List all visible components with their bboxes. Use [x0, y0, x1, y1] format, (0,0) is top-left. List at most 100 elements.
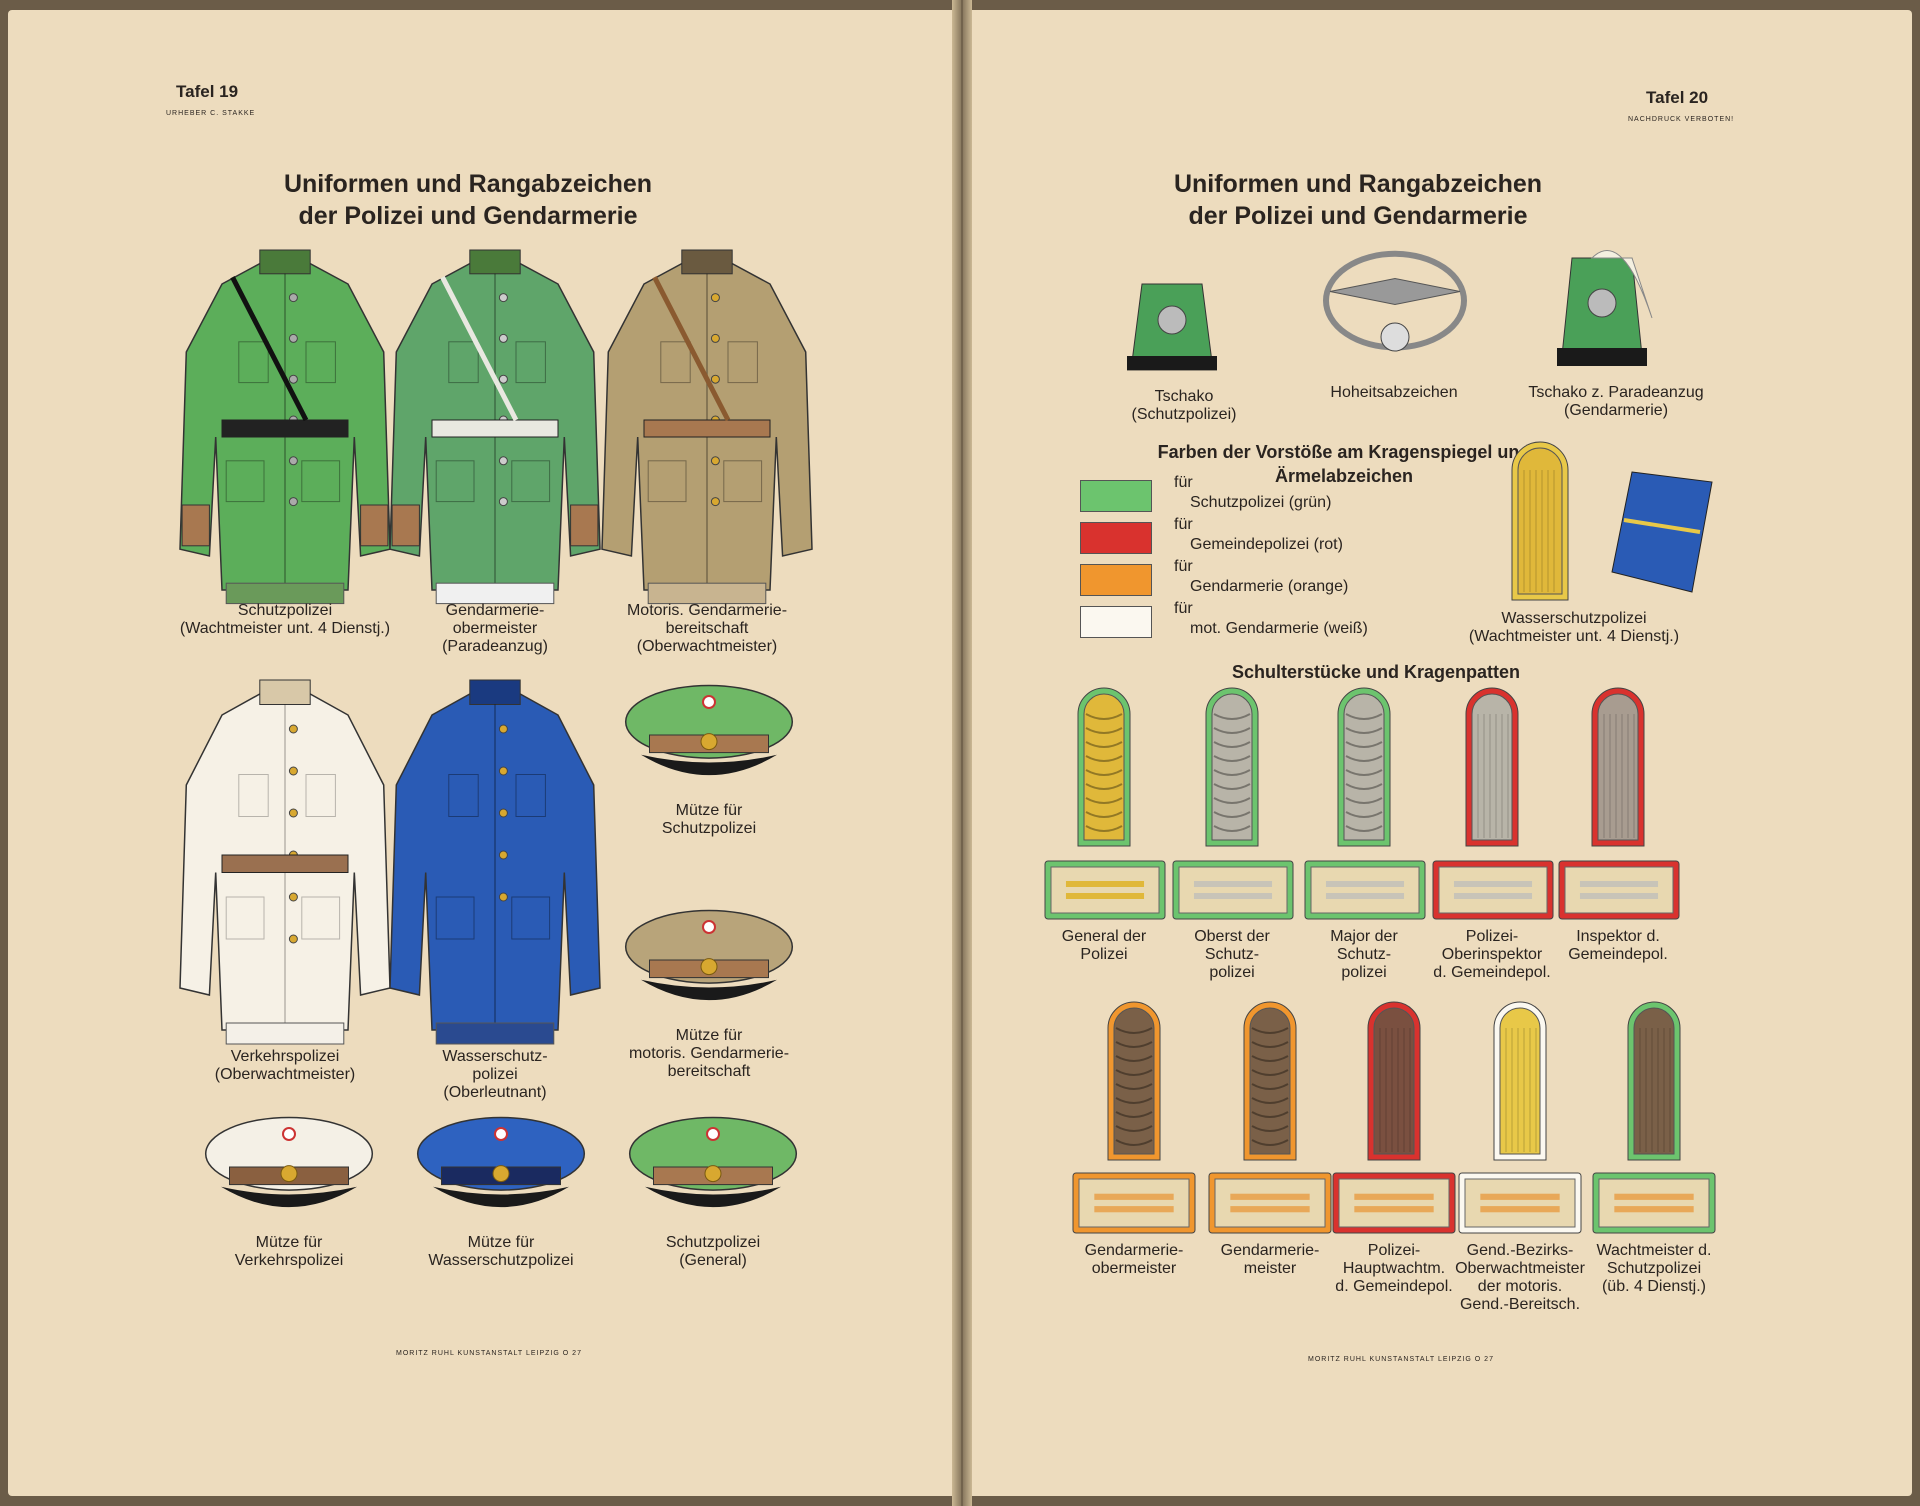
uniform-caption-2-line: bereitschaft: [665, 620, 749, 637]
shoulder-strap-r1-3: [1465, 687, 1519, 847]
tafel-20-label: Tafel 20: [1646, 88, 1709, 107]
insignia-caption-r2-4: Wachtmeister d.Schutzpolizei(üb. 4 Diens…: [1579, 1242, 1729, 1296]
insignia-caption-r2-3-line: Oberwachtmeister: [1455, 1260, 1585, 1277]
uniform-caption-2-line: Motoris. Gendarmerie-: [626, 602, 788, 619]
color-swatch-0: [1080, 480, 1152, 512]
insignia-caption-r2-2-line: Polizei-: [1367, 1242, 1421, 1259]
color-prefix-0: für: [1174, 474, 1193, 491]
insignia-caption-r2-0-line: obermeister: [1091, 1260, 1177, 1277]
insignia-caption-r1-1-line: Oberst der: [1194, 928, 1270, 945]
insignia-caption-r1-4-line: Inspektor d.: [1576, 928, 1660, 945]
helmet-caption-2-line: (Gendarmerie): [1563, 402, 1669, 419]
uniform-caption-4-line: (Oberleutnant): [443, 1084, 547, 1101]
collar-patch-r1-1: [1172, 860, 1294, 920]
collar-patch-r2-4: [1592, 1172, 1716, 1234]
water-police-caption-line: Wasserschutzpolizei: [1501, 610, 1647, 627]
cap-caption-3-line: Mütze für: [467, 1234, 535, 1251]
right-title: Uniformen und Rangabzeichen der Polizei …: [1128, 168, 1588, 232]
color-swatch-2: [1080, 564, 1152, 596]
insignia-caption-r1-0-line: Polizei: [1080, 946, 1128, 963]
uniform-figure-3: [179, 679, 391, 1045]
cap-caption-4-line: (General): [679, 1252, 747, 1269]
insignia-caption-r2-3-line: der motoris.: [1477, 1278, 1563, 1295]
cap-figure-1: [624, 909, 794, 1001]
shoulder-strap-r1-4: [1591, 687, 1645, 847]
insignia-caption-r2-2-line: d. Gemeindepol.: [1335, 1278, 1453, 1295]
helmet-caption-0-line: Tschako: [1154, 388, 1214, 405]
uniform-caption-0-line: (Wachtmeister unt. 4 Dienstj.): [179, 620, 391, 637]
cap-caption-0-line: Mütze für: [675, 802, 743, 819]
insignia-caption-r1-0-line: General der: [1061, 928, 1147, 945]
copyright-note: URHEBER C. STAKKE: [166, 110, 256, 117]
color-prefix-2: für: [1174, 558, 1193, 575]
insignia-caption-r1-3-line: Polizei-: [1465, 928, 1519, 945]
shoulder-strap-r2-4: [1627, 1001, 1681, 1161]
insignia-caption-r2-1-line: Gendarmerie-: [1220, 1242, 1320, 1259]
collar-patch-r2-1: [1208, 1172, 1332, 1234]
insignia-caption-r2-2: Polizei-Hauptwachtm.d. Gemeindepol.: [1319, 1242, 1469, 1296]
right-page: Tafel 20 NACHDRUCK VERBOTEN! Uniformen u…: [962, 10, 1912, 1496]
helmet-caption-0: Tschako(Schutzpolizei): [1069, 388, 1299, 424]
tafel-19-label: Tafel 19: [176, 82, 239, 101]
helmet-caption-1: Hoheitsabzeichen: [1279, 384, 1509, 402]
uniform-caption-3: Verkehrspolizei(Oberwachtmeister): [165, 1048, 405, 1084]
color-swatch-1: [1080, 522, 1152, 554]
helmet-caption-0-line: (Schutzpolizei): [1131, 406, 1237, 423]
uniform-caption-1-line: (Paradeanzug): [442, 638, 548, 655]
insignia-caption-r2-2-line: Hauptwachtm.: [1342, 1260, 1446, 1277]
color-label-2: Gendarmerie (orange): [1190, 578, 1349, 595]
helmet-caption-2-line: Tschako z. Paradeanzug: [1528, 384, 1704, 401]
cap-caption-2-line: Mütze für: [255, 1234, 323, 1251]
shoulder-strap-r2-2: [1367, 1001, 1421, 1161]
helmet-caption-2: Tschako z. Paradeanzug(Gendarmerie): [1501, 384, 1731, 420]
uniform-figure-0: [179, 249, 391, 605]
insignia-caption-r1-3-line: d. Gemeindepol.: [1433, 964, 1551, 981]
left-title: Uniformen und Rangabzeichen der Polizei …: [238, 168, 698, 232]
color-swatch-3: [1080, 606, 1152, 638]
cap-caption-2-line: Verkehrspolizei: [234, 1252, 344, 1269]
uniform-caption-3-line: Verkehrspolizei: [230, 1048, 340, 1065]
collar-patch-r2-3: [1458, 1172, 1582, 1234]
helmet-caption-1-line: Hoheitsabzeichen: [1330, 384, 1458, 401]
collar-patch-r2-0: [1072, 1172, 1196, 1234]
insignia-caption-r1-3-line: Oberinspektor: [1441, 946, 1543, 963]
color-label-1: Gemeindepolizei (rot): [1190, 536, 1343, 553]
left-title-line2: der Polizei und Gendarmerie: [298, 202, 638, 230]
insignia-caption-r2-1-line: meister: [1243, 1260, 1297, 1277]
cap-caption-3-line: Wasserschutzpolizei: [428, 1252, 574, 1269]
cap-caption-1-line: motoris. Gendarmerie-: [628, 1045, 790, 1062]
uniform-figure-1: [389, 249, 601, 605]
water-police-caption: Wasserschutzpolizei(Wachtmeister unt. 4 …: [1454, 610, 1694, 646]
shoulder-strap-r1-0: [1077, 687, 1131, 847]
cap-figure-2: [204, 1116, 374, 1208]
insignia-caption-r2-0-line: Gendarmerie-: [1084, 1242, 1184, 1259]
helmet-figure-1: [1323, 250, 1467, 352]
left-title-line1: Uniformen und Rangabzeichen: [283, 170, 653, 198]
cap-figure-0: [624, 684, 794, 776]
collar-patch-r2-2: [1332, 1172, 1456, 1234]
cap-caption-4-line: Schutzpolizei: [665, 1234, 761, 1251]
insignia-caption-r2-4-line: Schutzpolizei: [1606, 1260, 1702, 1277]
left-footer: MORITZ RUHL KUNSTANSTALT LEIPZIG O 27: [396, 1350, 582, 1357]
collar-patch-r1-2: [1304, 860, 1426, 920]
insignia-caption-r1-1-line: polizei: [1209, 964, 1255, 981]
shoulder-strap-r1-1: [1205, 687, 1259, 847]
uniform-caption-0-line: Schutzpolizei: [237, 602, 333, 619]
cap-figure-3: [416, 1116, 586, 1208]
collar-patch-r1-0: [1044, 860, 1166, 920]
shoulder-heading: Schulterstücke und Kragenpatten: [1232, 662, 1521, 682]
helmet-figure-0: [1127, 283, 1217, 371]
shoulder-strap-r1-2: [1337, 687, 1391, 847]
water-police-shoulder-strap: [1511, 441, 1569, 601]
helmet-figure-2: [1557, 250, 1653, 366]
insignia-caption-r2-3-line: Gend.-Bezirks-: [1466, 1242, 1574, 1259]
uniform-caption-4-line: polizei: [472, 1066, 518, 1083]
uniform-figure-2: [601, 249, 813, 605]
right-title-line1: Uniformen und Rangabzeichen: [1173, 170, 1543, 198]
water-police-sleeve: [1611, 471, 1713, 593]
cap-figure-4: [628, 1116, 798, 1208]
reprint-notice: NACHDRUCK VERBOTEN!: [1628, 116, 1735, 123]
